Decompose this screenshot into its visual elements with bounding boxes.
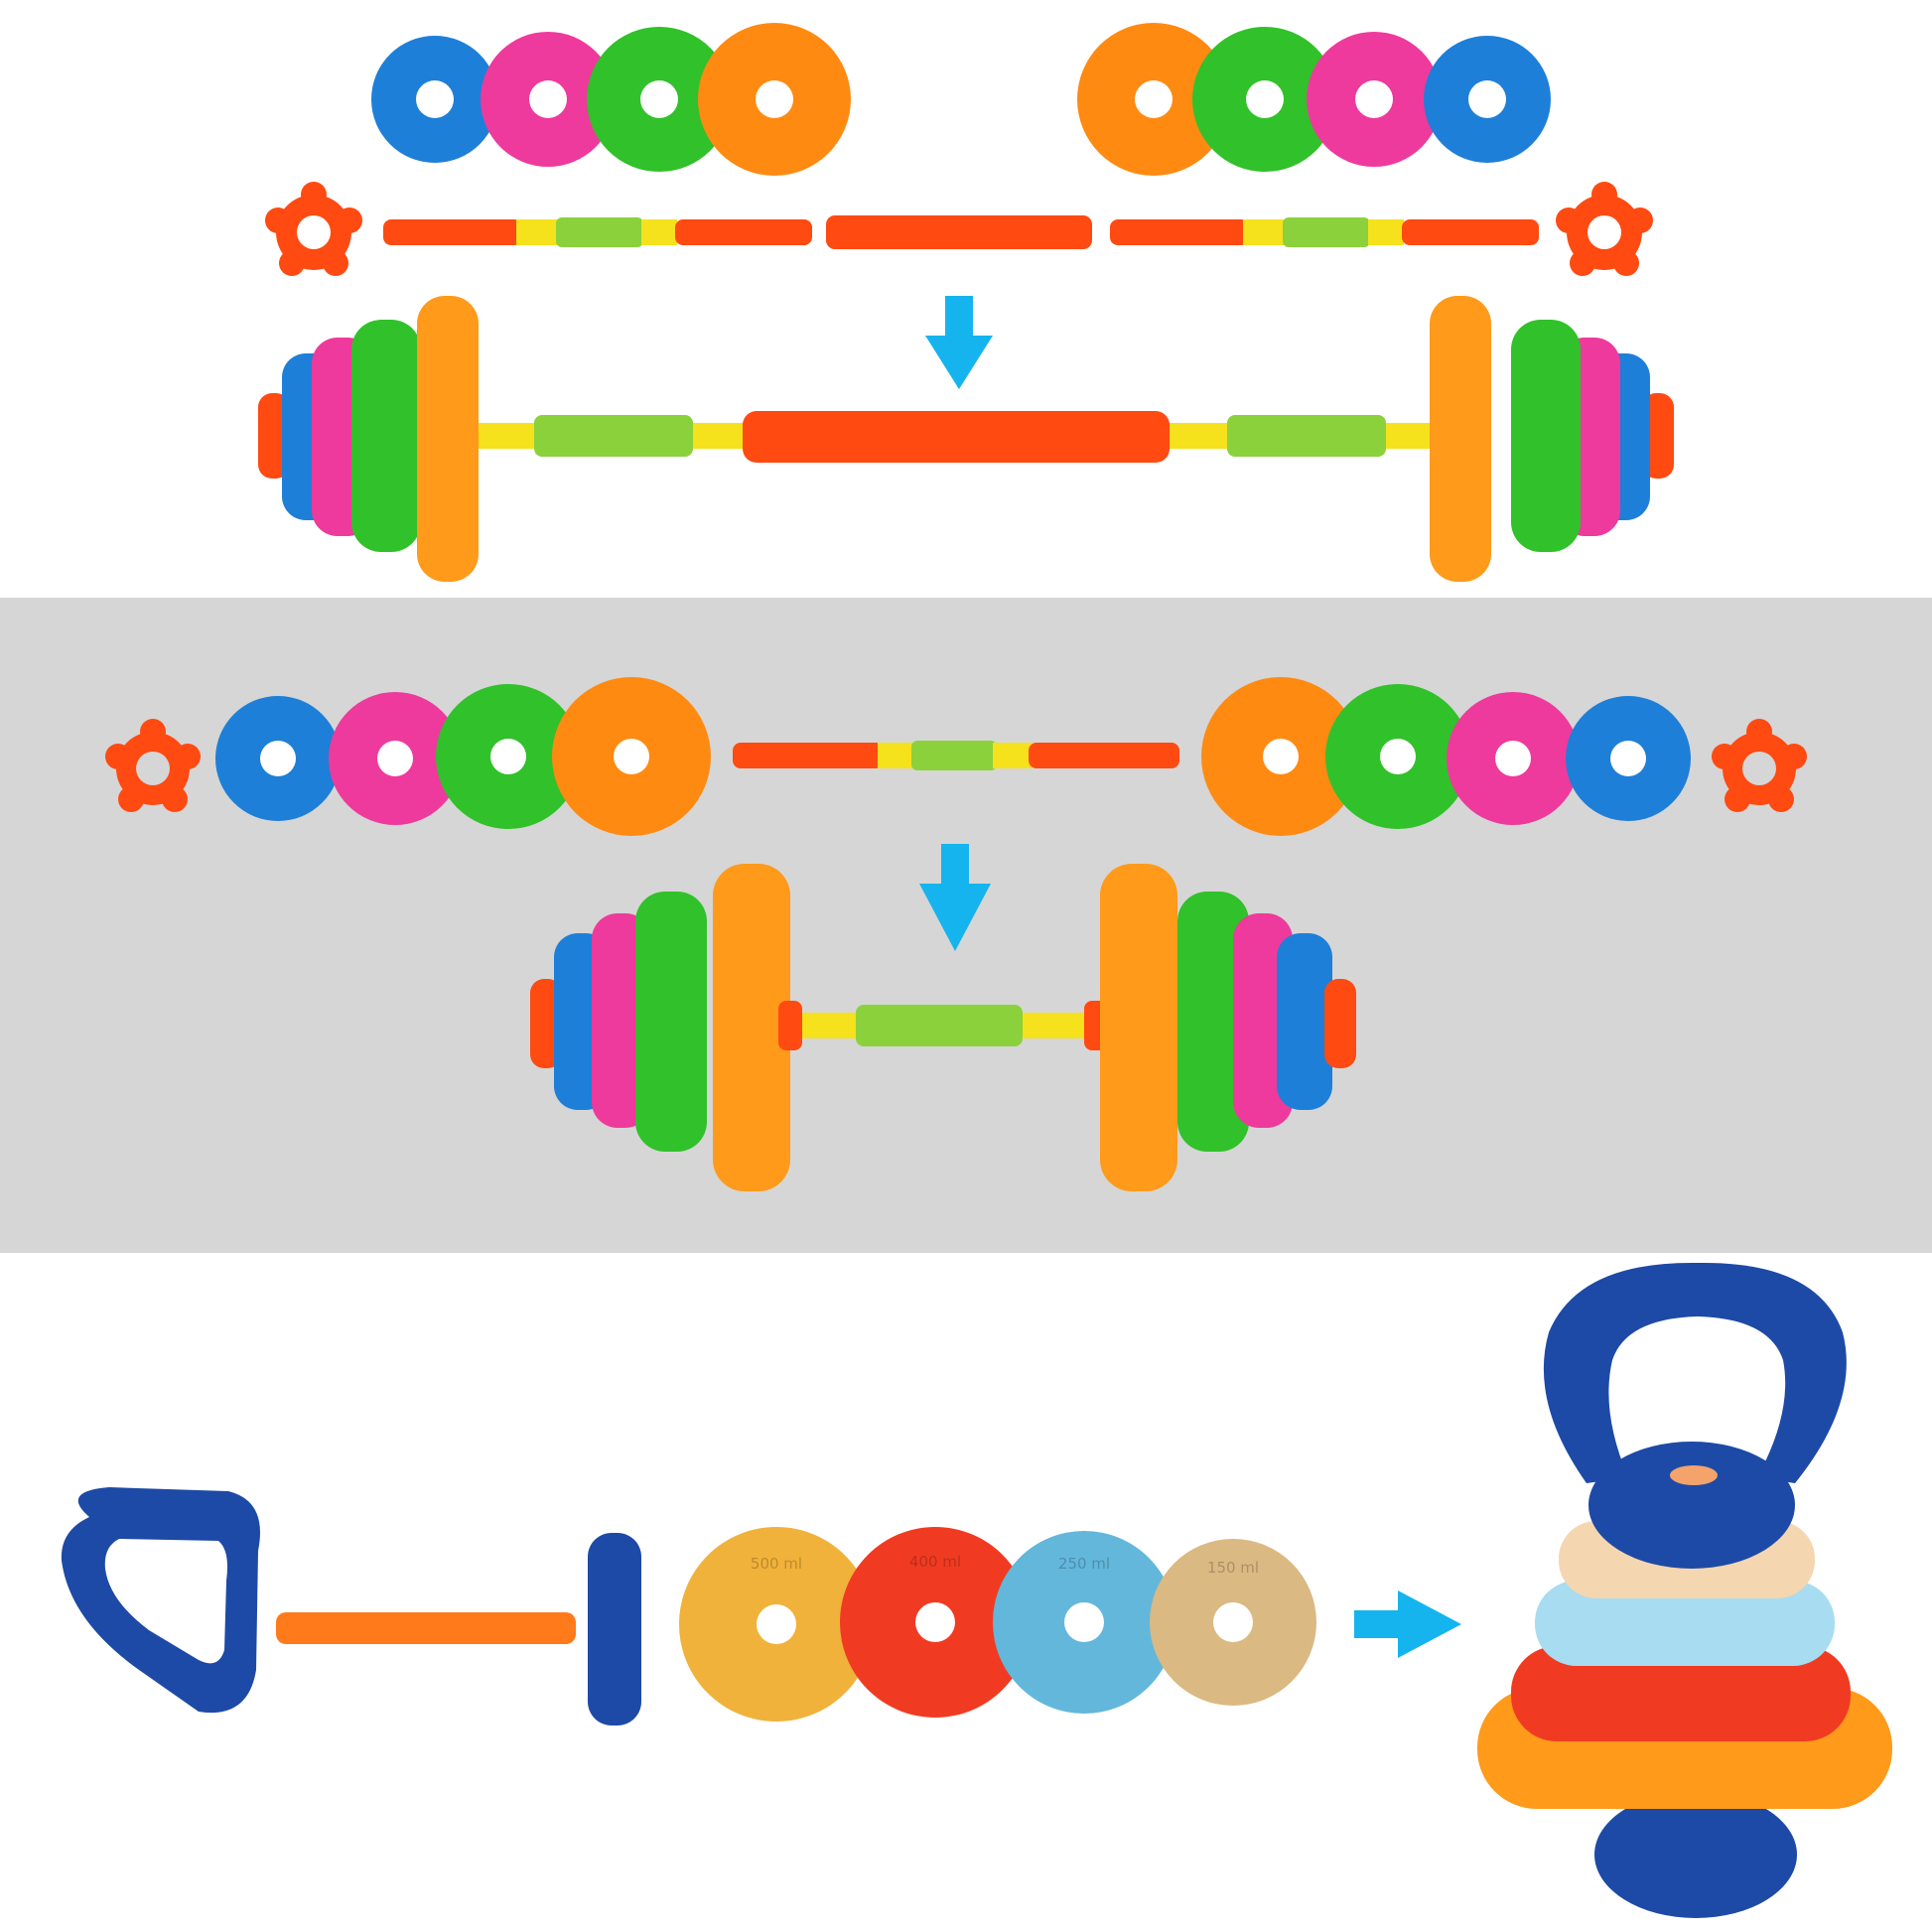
plate-orange	[1077, 23, 1230, 176]
plate-green	[1325, 684, 1470, 829]
arrow-down-icon	[919, 844, 991, 951]
kettlebell-plate-250: 250 ml	[993, 1531, 1175, 1714]
star-nut-left	[265, 182, 362, 276]
plate-pink	[481, 32, 616, 167]
plate-orange	[1201, 677, 1360, 836]
kettlebell-plate-400: 400 ml	[840, 1527, 1031, 1718]
plate-orange	[698, 23, 851, 176]
bar-segment-right	[1110, 217, 1539, 247]
kettlebell-handle	[61, 1487, 260, 1714]
kettlebell-plate-150: 150 ml	[1150, 1539, 1316, 1706]
arrow-right-icon	[1354, 1590, 1461, 1658]
plate-green	[587, 27, 732, 172]
star-nut-right	[1712, 719, 1807, 812]
assembled-dumbbell	[530, 864, 1356, 1191]
barbell-illustration	[258, 23, 1674, 582]
star-nut-right	[1556, 182, 1653, 276]
plate-pink	[1447, 692, 1580, 825]
plate-label-250: 250 ml	[1058, 1555, 1110, 1573]
arrow-down-icon	[925, 296, 993, 389]
star-nut-left	[105, 719, 201, 812]
loose-plates-left	[215, 677, 711, 836]
plate-label-400: 400 ml	[909, 1553, 961, 1571]
assembled-kettlebell	[1477, 1262, 1892, 1918]
plate-pink	[329, 692, 462, 825]
barbell-assembly-panel	[0, 0, 1932, 598]
kettlebell-base-cap	[588, 1533, 641, 1725]
kettlebell-threaded-rod	[276, 1612, 576, 1644]
bar-center-sleeve	[826, 215, 1092, 249]
plate-blue	[1424, 36, 1551, 163]
plate-green	[436, 684, 581, 829]
loose-plates-right	[1201, 677, 1691, 836]
bar-segment-left	[383, 217, 812, 247]
loose-plates-left	[371, 23, 851, 176]
plate-green	[1192, 27, 1337, 172]
kettlebell-plate-500: 500 ml	[679, 1527, 874, 1722]
plate-pink	[1307, 32, 1442, 167]
loose-plates-right	[1077, 23, 1551, 176]
plate-blue	[215, 696, 341, 821]
assembled-barbell	[258, 296, 1674, 582]
plate-blue	[1566, 696, 1691, 821]
kettlebell-assembly-panel: 500 ml 400 ml 250 ml 150 ml	[0, 1253, 1932, 1932]
dumbbell-illustration	[105, 677, 1807, 1191]
dumbbell-assembly-panel	[0, 598, 1932, 1253]
kettlebell-illustration: 500 ml 400 ml 250 ml 150 ml	[61, 1262, 1892, 1918]
plate-orange	[552, 677, 711, 836]
plate-label-500: 500 ml	[751, 1555, 802, 1573]
dumbbell-handle-loose	[733, 741, 1179, 770]
plate-blue	[371, 36, 498, 163]
plate-label-150: 150 ml	[1207, 1559, 1259, 1577]
